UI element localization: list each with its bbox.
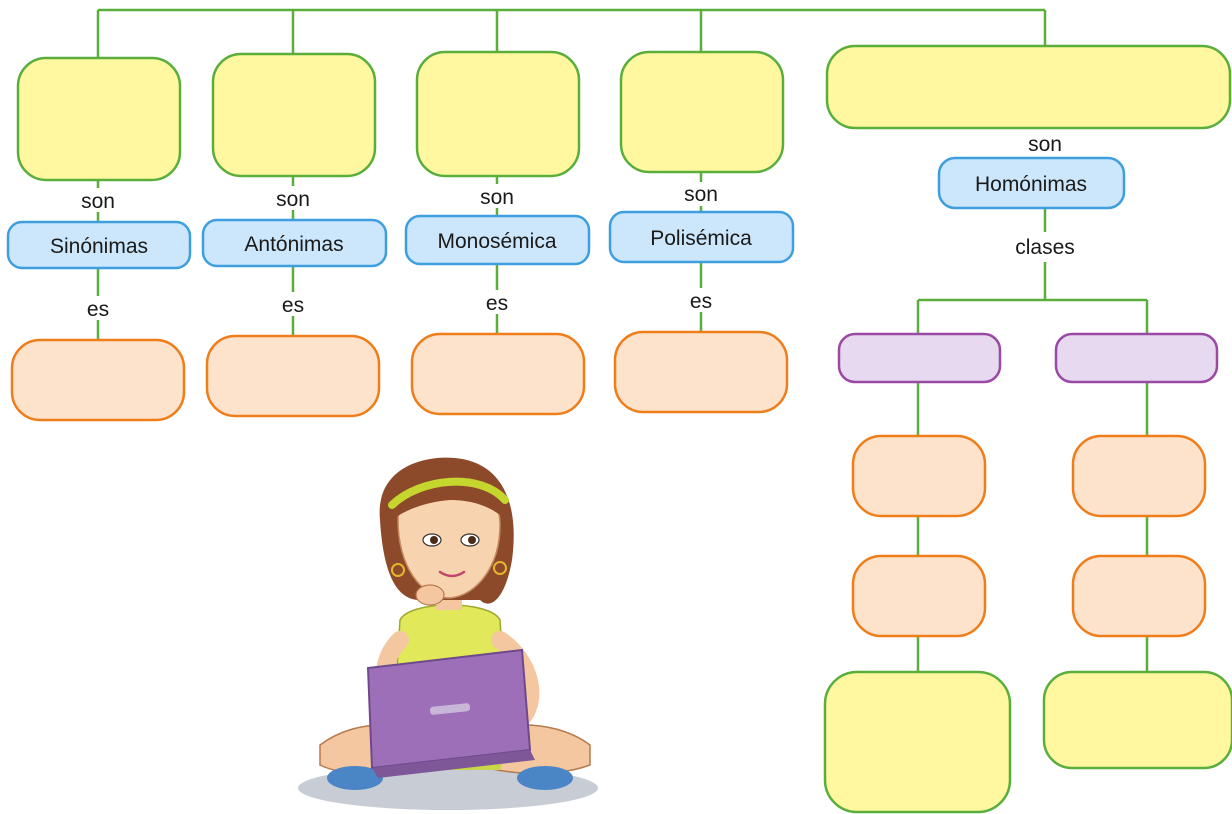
sinonimas-definition-box[interactable] xyxy=(16,56,182,182)
sinonimas-column: son Sinónimas es xyxy=(6,56,192,422)
homonimas-class-2-example-1[interactable] xyxy=(1071,434,1207,518)
homonimas-class-1-box[interactable] xyxy=(837,332,1002,384)
top-connector-lines xyxy=(96,8,1047,58)
sinonimas-node xyxy=(6,220,192,270)
antonimas-definition-box[interactable] xyxy=(211,52,377,178)
polisemica-answer-box[interactable] xyxy=(613,330,789,414)
connector-clases-label: clases xyxy=(1015,236,1075,259)
polisemica-node xyxy=(608,210,795,264)
homonimas-class-1-example-2[interactable] xyxy=(851,554,987,638)
connector-es-label: es xyxy=(87,298,109,321)
polisemica-definition-box[interactable] xyxy=(619,50,785,174)
polisemica-label: Polisémica xyxy=(650,227,752,250)
monosemica-label: Monosémica xyxy=(437,230,556,253)
connector-es-label: es xyxy=(486,292,508,315)
girl-with-laptop-illustration xyxy=(298,457,598,810)
connector-son-label: son xyxy=(480,186,514,209)
sinonimas-label: Sinónimas xyxy=(50,235,148,258)
sinonimas-answer-box[interactable] xyxy=(10,338,186,422)
homonimas-class-2-box[interactable] xyxy=(1054,332,1219,384)
homonimas-definition-box[interactable] xyxy=(825,44,1232,130)
connector-son-label: son xyxy=(81,190,115,213)
connector-son-label: son xyxy=(684,183,718,206)
homonimas-class-1-example-1[interactable] xyxy=(851,434,987,518)
antonimas-column: son Antónimas es xyxy=(201,52,388,418)
homonimas-node xyxy=(937,156,1126,210)
antonimas-label: Antónimas xyxy=(244,233,343,256)
antonimas-node xyxy=(201,218,388,268)
monosemica-node xyxy=(404,214,591,266)
monosemica-column: son Monosémica es xyxy=(404,50,591,416)
connector-son-label: son xyxy=(1028,133,1062,156)
polisemica-column: son Polisémica es xyxy=(608,50,795,414)
homonimas-label: Homónimas xyxy=(975,173,1087,196)
connector-es-label: es xyxy=(282,294,304,317)
homonimas-column: son Homónimas clases xyxy=(823,44,1232,814)
antonimas-answer-box[interactable] xyxy=(205,334,381,418)
connector-son-label: son xyxy=(276,188,310,211)
monosemica-definition-box[interactable] xyxy=(415,50,581,178)
homonimas-class-2-example-2[interactable] xyxy=(1071,554,1207,638)
monosemica-answer-box[interactable] xyxy=(410,332,586,416)
homonimas-class-1-definition-box[interactable] xyxy=(823,670,1012,814)
connector-es-label: es xyxy=(690,290,712,313)
homonimas-class-2-definition-box[interactable] xyxy=(1042,670,1232,770)
